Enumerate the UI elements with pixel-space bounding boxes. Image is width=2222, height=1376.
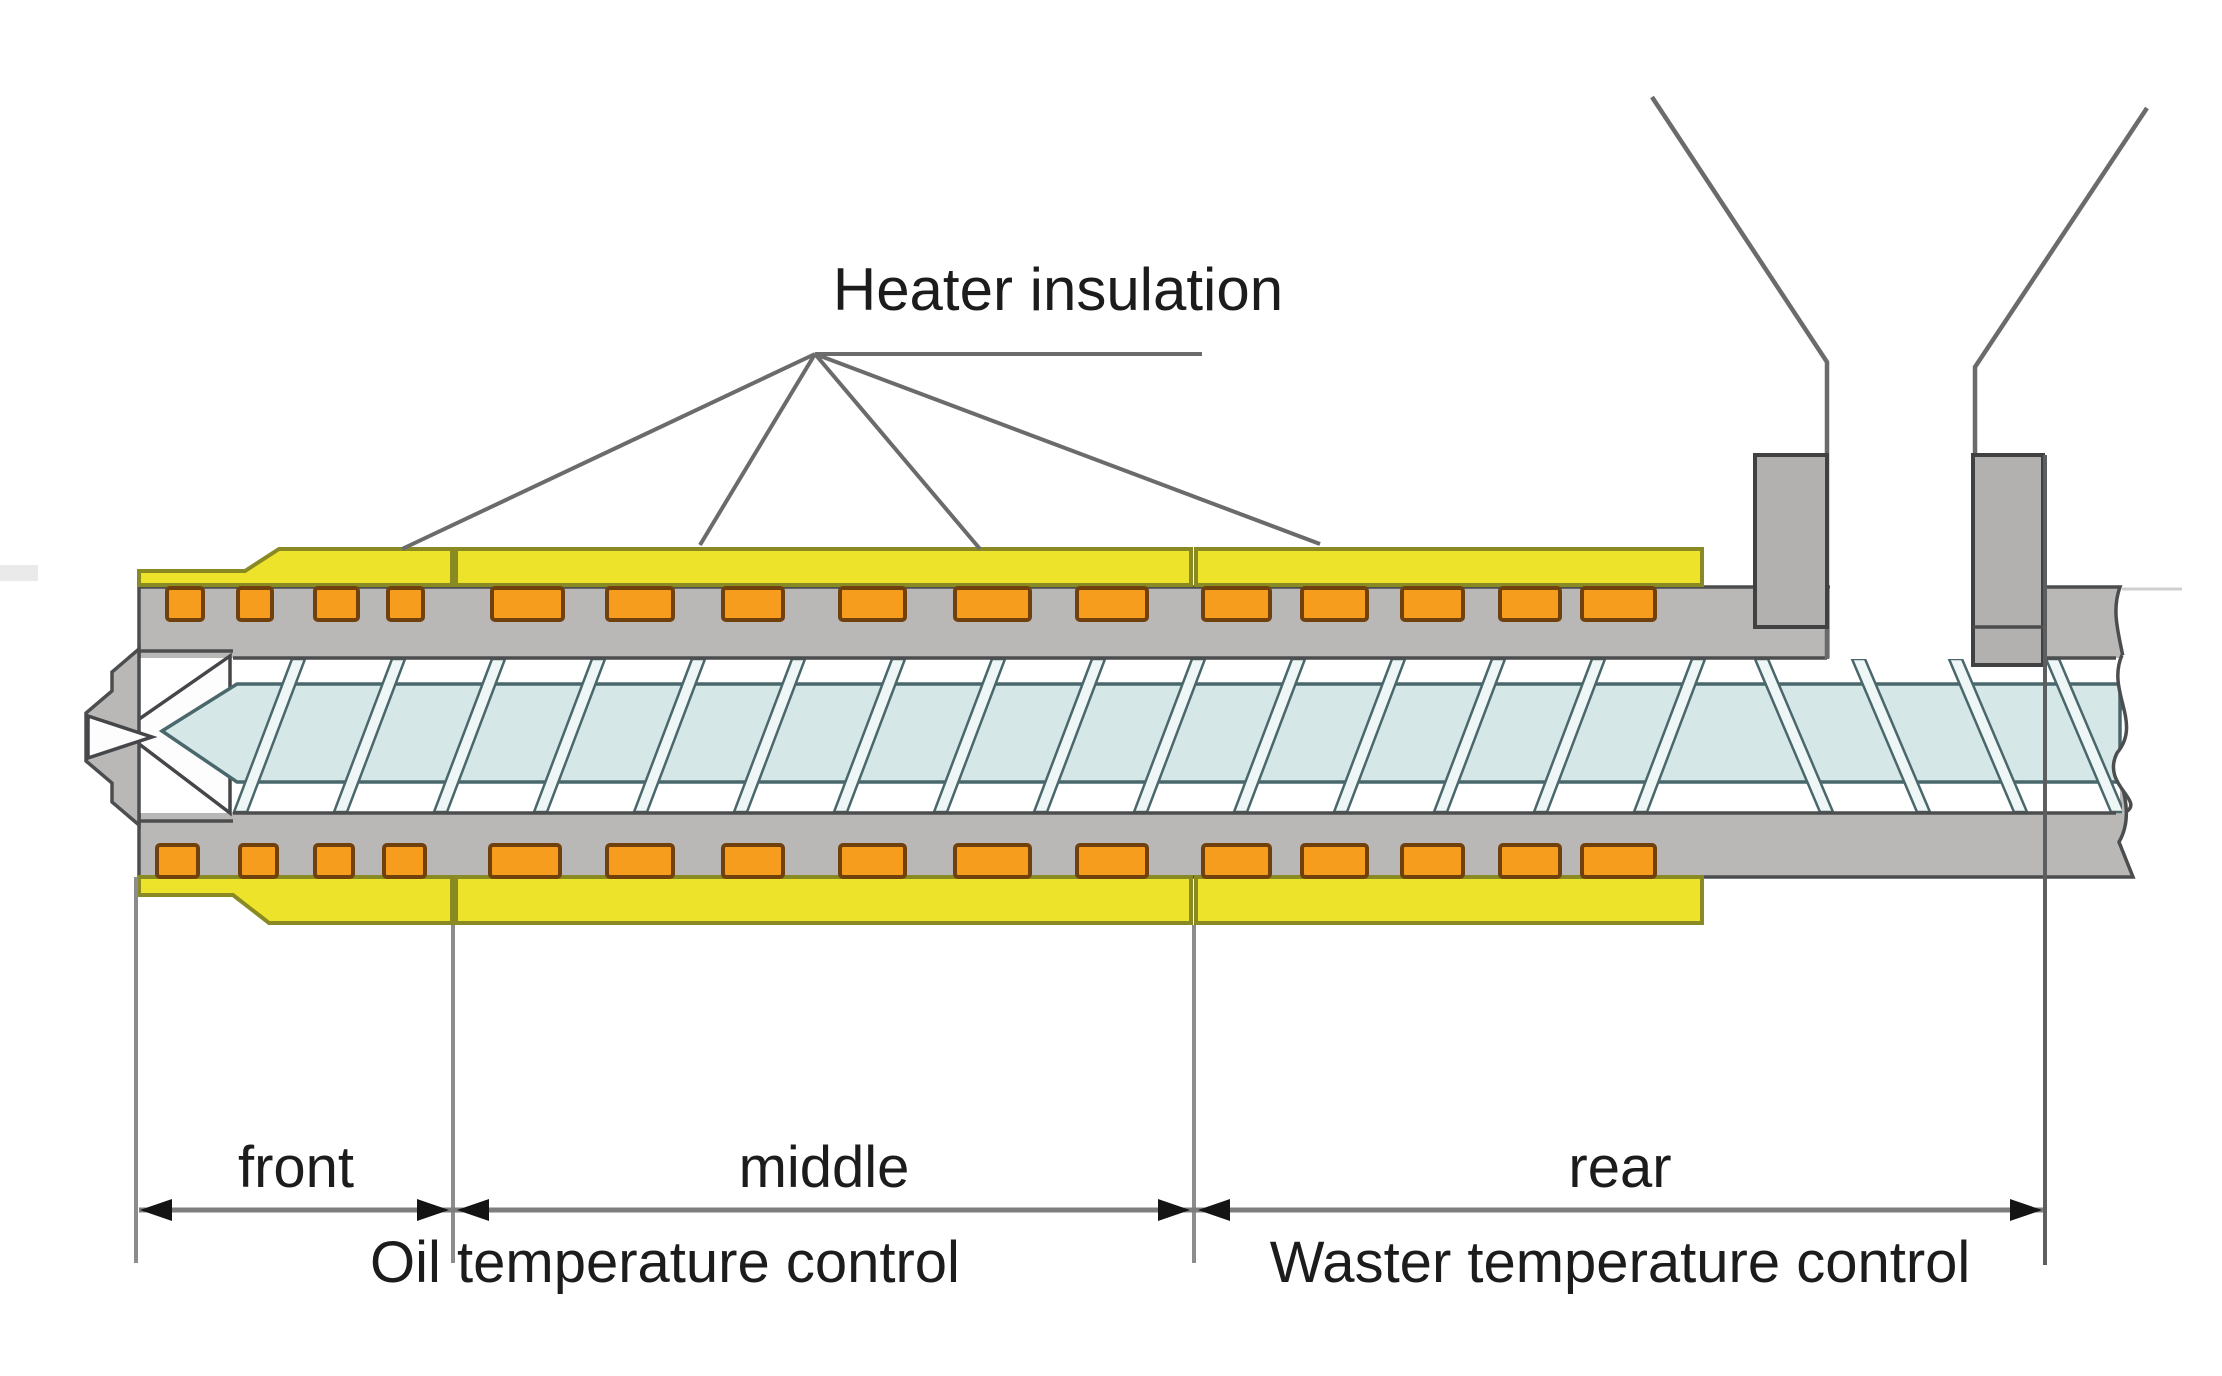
screw-core (158, 682, 2122, 784)
heater-element (721, 586, 785, 622)
water-control-label: Waster temperature control (1270, 1230, 1971, 1295)
heater-element (1075, 843, 1149, 879)
heater-element (155, 843, 200, 879)
heater-element (313, 586, 360, 622)
heater-element (1201, 586, 1272, 622)
heater-element (1400, 843, 1465, 879)
leader-lines (401, 352, 1321, 551)
heater-element (1300, 843, 1369, 879)
screw-flights (232, 657, 2122, 814)
screw-break-line (2111, 654, 2133, 814)
heater-element (313, 843, 355, 879)
heater-element (382, 843, 427, 879)
heater-band-bottom-middle (454, 875, 1193, 925)
heater-element (1580, 843, 1657, 879)
heater-element (488, 843, 562, 879)
left-margin-artifact (0, 565, 38, 581)
heater-element (1075, 586, 1149, 622)
heater-element (1498, 586, 1562, 622)
heater-element (236, 586, 274, 622)
screw-break-mask (2113, 655, 2200, 812)
heater-element (165, 586, 205, 622)
heater-band-top-rear (1194, 547, 1704, 587)
arrowhead-left-front (140, 1199, 172, 1221)
nozzle-notch (86, 713, 158, 761)
zone-middle-label: middle (739, 1135, 910, 1200)
heater-band-top-front (137, 547, 454, 587)
heater-band-bottom-front (137, 875, 454, 925)
heater-element (838, 843, 907, 879)
arrowhead-right-front (417, 1199, 449, 1221)
heater-elements-bottom (155, 843, 1657, 879)
arrowhead-right-rear (2010, 1199, 2042, 1221)
heater-element (838, 586, 907, 622)
hopper-block-left (1753, 453, 1829, 629)
heater-element (721, 843, 785, 879)
heater-element (1400, 586, 1465, 622)
arrowhead-right-middle (1158, 1199, 1190, 1221)
heater-element (490, 586, 565, 622)
heater-element (238, 843, 279, 879)
zone-rear-label: rear (1568, 1135, 1671, 1200)
end-cap-lines (139, 649, 233, 823)
hopper-block-right (1971, 453, 2045, 667)
heater-insulation-label: Heater insulation (833, 256, 1283, 323)
feed-throat (1830, 500, 1972, 659)
oil-control-label: Oil temperature control (370, 1230, 960, 1295)
heater-element (1498, 843, 1562, 879)
heater-element (953, 843, 1032, 879)
heater-element (1300, 586, 1369, 622)
heater-element (1201, 843, 1272, 879)
heater-element (605, 843, 675, 879)
arrowhead-left-rear (1198, 1199, 1230, 1221)
heater-elements-top (165, 586, 1657, 622)
heater-element (1580, 586, 1657, 622)
heater-band-bottom-rear (1194, 875, 1704, 925)
heater-element (386, 586, 425, 622)
zone-front-label: front (238, 1135, 354, 1200)
heater-element (953, 586, 1032, 622)
heater-band-top-middle (454, 547, 1193, 587)
heater-element (605, 586, 675, 622)
arrowhead-left-middle (457, 1199, 489, 1221)
